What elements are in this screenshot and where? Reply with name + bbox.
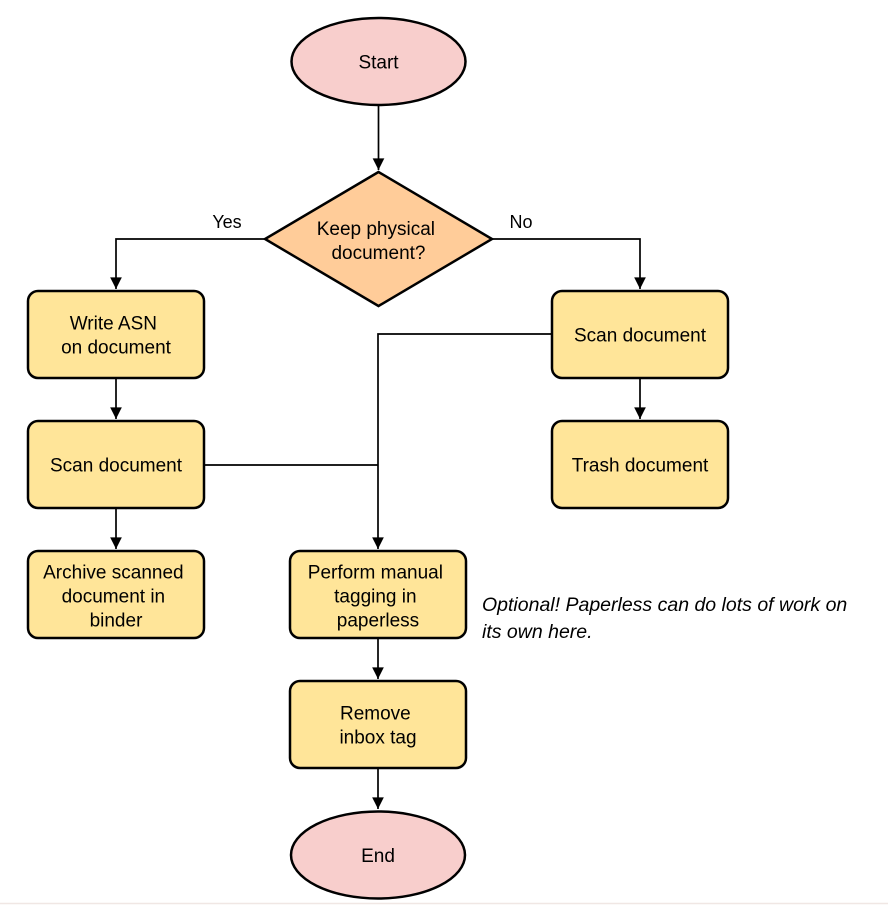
trash-process-shape bbox=[550, 419, 730, 510]
decision-label: Keep physical document? bbox=[317, 219, 441, 264]
end-terminal-shape bbox=[289, 810, 467, 900]
tagging-label: Perform manual tagging in paperless bbox=[308, 563, 448, 632]
node-scan-document-right: Scan document bbox=[550, 289, 730, 380]
archive-process-shape bbox=[26, 549, 206, 640]
node-archive-binder: Archive scanned document in binder bbox=[26, 549, 206, 640]
annotation-note: Optional! Paperless can do lots of work … bbox=[482, 594, 853, 643]
start-label: Start bbox=[358, 53, 399, 74]
remove-inbox-process-shape bbox=[288, 679, 468, 770]
node-manual-tagging: Perform manual tagging in paperless bbox=[288, 549, 468, 640]
trash-label: Trash document bbox=[572, 456, 709, 477]
tagging-process-shape bbox=[288, 549, 468, 640]
edge-decision-no-to-scan-right bbox=[492, 238, 646, 289]
end-label: End bbox=[361, 846, 395, 867]
scan-right-process-shape bbox=[550, 289, 730, 380]
decision-diamond-shape bbox=[262, 170, 495, 308]
scan-right-label: Scan document bbox=[574, 326, 707, 347]
node-remove-inbox-tag: Remove inbox tag bbox=[288, 679, 468, 770]
node-write-asn: Write ASN on document bbox=[26, 289, 206, 380]
node-decision-keep-physical: Keep physical document? bbox=[262, 170, 495, 308]
node-scan-document-left: Scan document bbox=[26, 419, 206, 510]
edge-scan-right-to-tagging bbox=[372, 333, 552, 549]
node-trash-document: Trash document bbox=[550, 419, 730, 510]
scan-left-label: Scan document bbox=[50, 456, 183, 477]
write-asn-process-shape bbox=[26, 289, 206, 380]
node-end: End bbox=[289, 810, 467, 900]
scan-left-process-shape bbox=[26, 419, 206, 510]
node-start: Start bbox=[290, 16, 467, 107]
start-terminal-shape bbox=[290, 16, 467, 107]
remove-inbox-label: Remove inbox tag bbox=[339, 704, 416, 749]
archive-label: Archive scanned document in binder bbox=[43, 563, 189, 632]
edge-decision-yes-to-write-asn bbox=[110, 238, 265, 289]
write-asn-label: Write ASN on document bbox=[61, 314, 172, 359]
edge-label-no: No bbox=[509, 212, 532, 232]
edge-label-yes: Yes bbox=[212, 212, 241, 232]
